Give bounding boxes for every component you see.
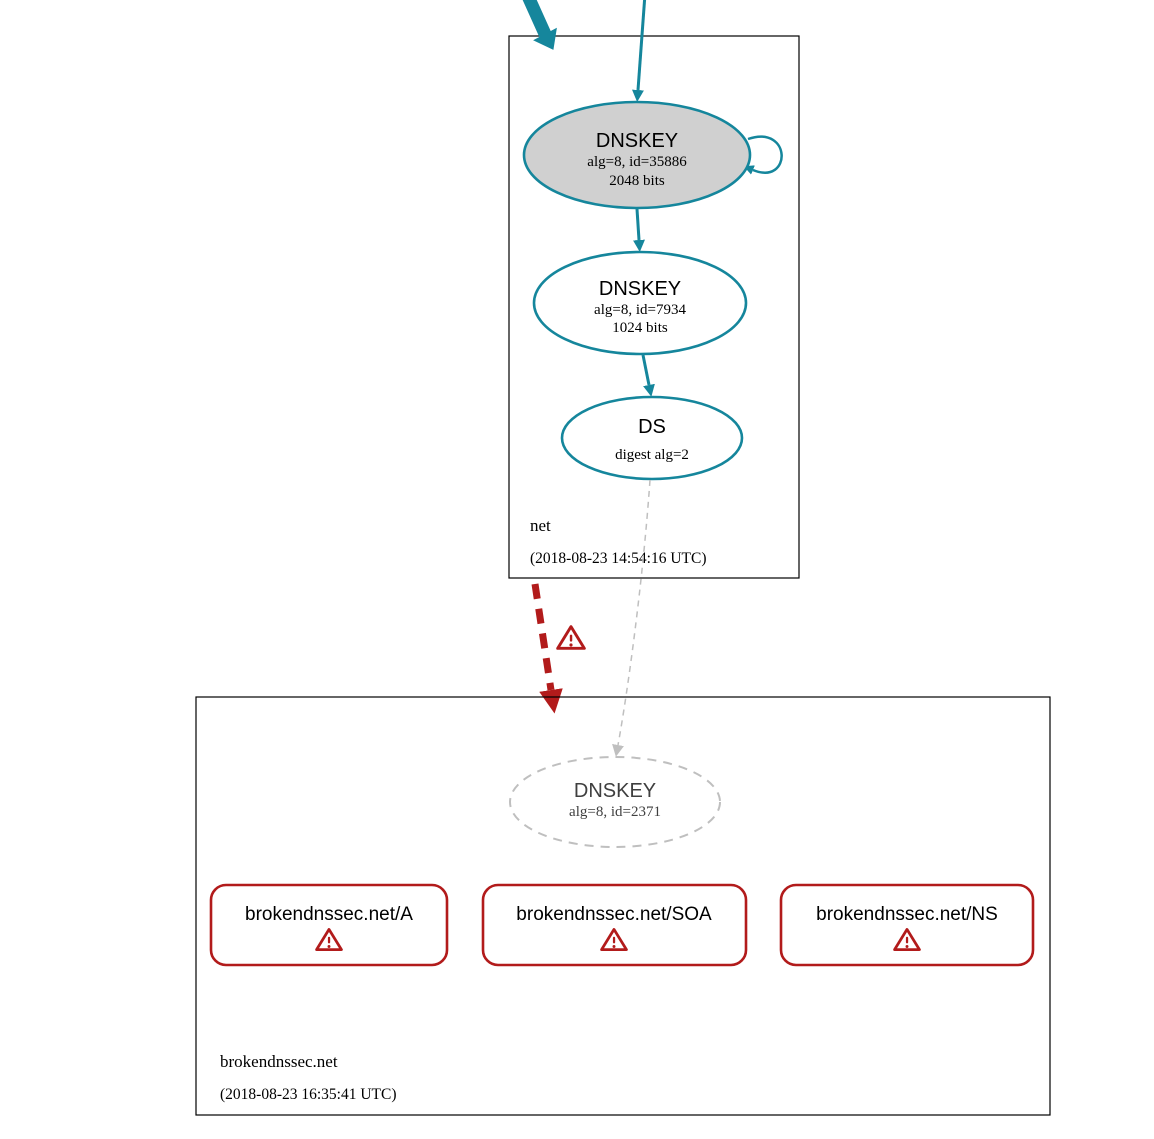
dnskey-ksk-ellipse[interactable] <box>522 100 752 210</box>
rrset-a-box[interactable] <box>209 883 449 967</box>
warning-icon <box>556 625 586 650</box>
dnskey-zsk-title: DNSKEY <box>599 278 681 300</box>
dnskey-ksk-title: DNSKEY <box>596 130 678 152</box>
rrset-soa-node[interactable]: brokendnssec.net/SOA <box>481 883 748 967</box>
rrset-ns-node[interactable]: brokendnssec.net/NS <box>779 883 1035 967</box>
ds-detail: digest alg=2 <box>615 447 689 463</box>
incoming-trust-arrow <box>522 0 557 50</box>
dnskey-ksk-detail: alg=8, id=35886 <box>587 154 687 170</box>
dnskey-zsk-size: 1024 bits <box>612 320 668 336</box>
zone-brokendnssec-name: brokendnssec.net <box>220 1052 338 1071</box>
dnskey-ksk-node[interactable]: DNSKEY alg=8, id=35886 2048 bits <box>522 100 752 210</box>
incoming-dnskey-arrow <box>632 0 647 102</box>
self-sign-loop-arrow <box>743 135 783 175</box>
rrset-a-label: brokendnssec.net/A <box>245 904 413 925</box>
ds-to-dnskey-missing-arrow <box>612 479 651 757</box>
rrset-ns-label: brokendnssec.net/NS <box>816 904 998 925</box>
dnskey-broken-node[interactable]: DNSKEY alg=8, id=2371 <box>509 756 721 848</box>
zone-net-name: net <box>530 516 551 535</box>
dnskey-zsk-node[interactable]: DNSKEY alg=8, id=7934 1024 bits <box>532 250 748 356</box>
ds-node[interactable]: DS digest alg=2 <box>560 395 744 481</box>
zsk-signs-ds-arrow <box>641 354 655 397</box>
broken-delegation-arrow <box>531 583 563 714</box>
rrset-soa-label: brokendnssec.net/SOA <box>516 904 712 925</box>
zone-net-timestamp: (2018-08-23 14:54:16 UTC) <box>530 550 707 567</box>
dnskey-broken-ellipse[interactable] <box>509 756 721 848</box>
rrset-ns-box[interactable] <box>779 883 1035 967</box>
zone-brokendnssec-box <box>195 696 1051 1116</box>
zone-brokendnssec-timestamp: (2018-08-23 16:35:41 UTC) <box>220 1086 397 1103</box>
ksk-signs-zsk-arrow <box>633 208 645 252</box>
ds-title: DS <box>638 416 666 438</box>
dnskey-broken-title: DNSKEY <box>574 780 656 802</box>
dnskey-ksk-size: 2048 bits <box>609 173 665 189</box>
rrset-a-node[interactable]: brokendnssec.net/A <box>209 883 449 967</box>
zone-net-box <box>508 35 800 579</box>
dnskey-zsk-ellipse[interactable] <box>532 250 748 356</box>
rrset-soa-box[interactable] <box>481 883 748 967</box>
dnskey-broken-detail: alg=8, id=2371 <box>569 804 661 820</box>
dnskey-zsk-detail: alg=8, id=7934 <box>594 302 686 318</box>
ds-ellipse[interactable] <box>560 395 744 481</box>
